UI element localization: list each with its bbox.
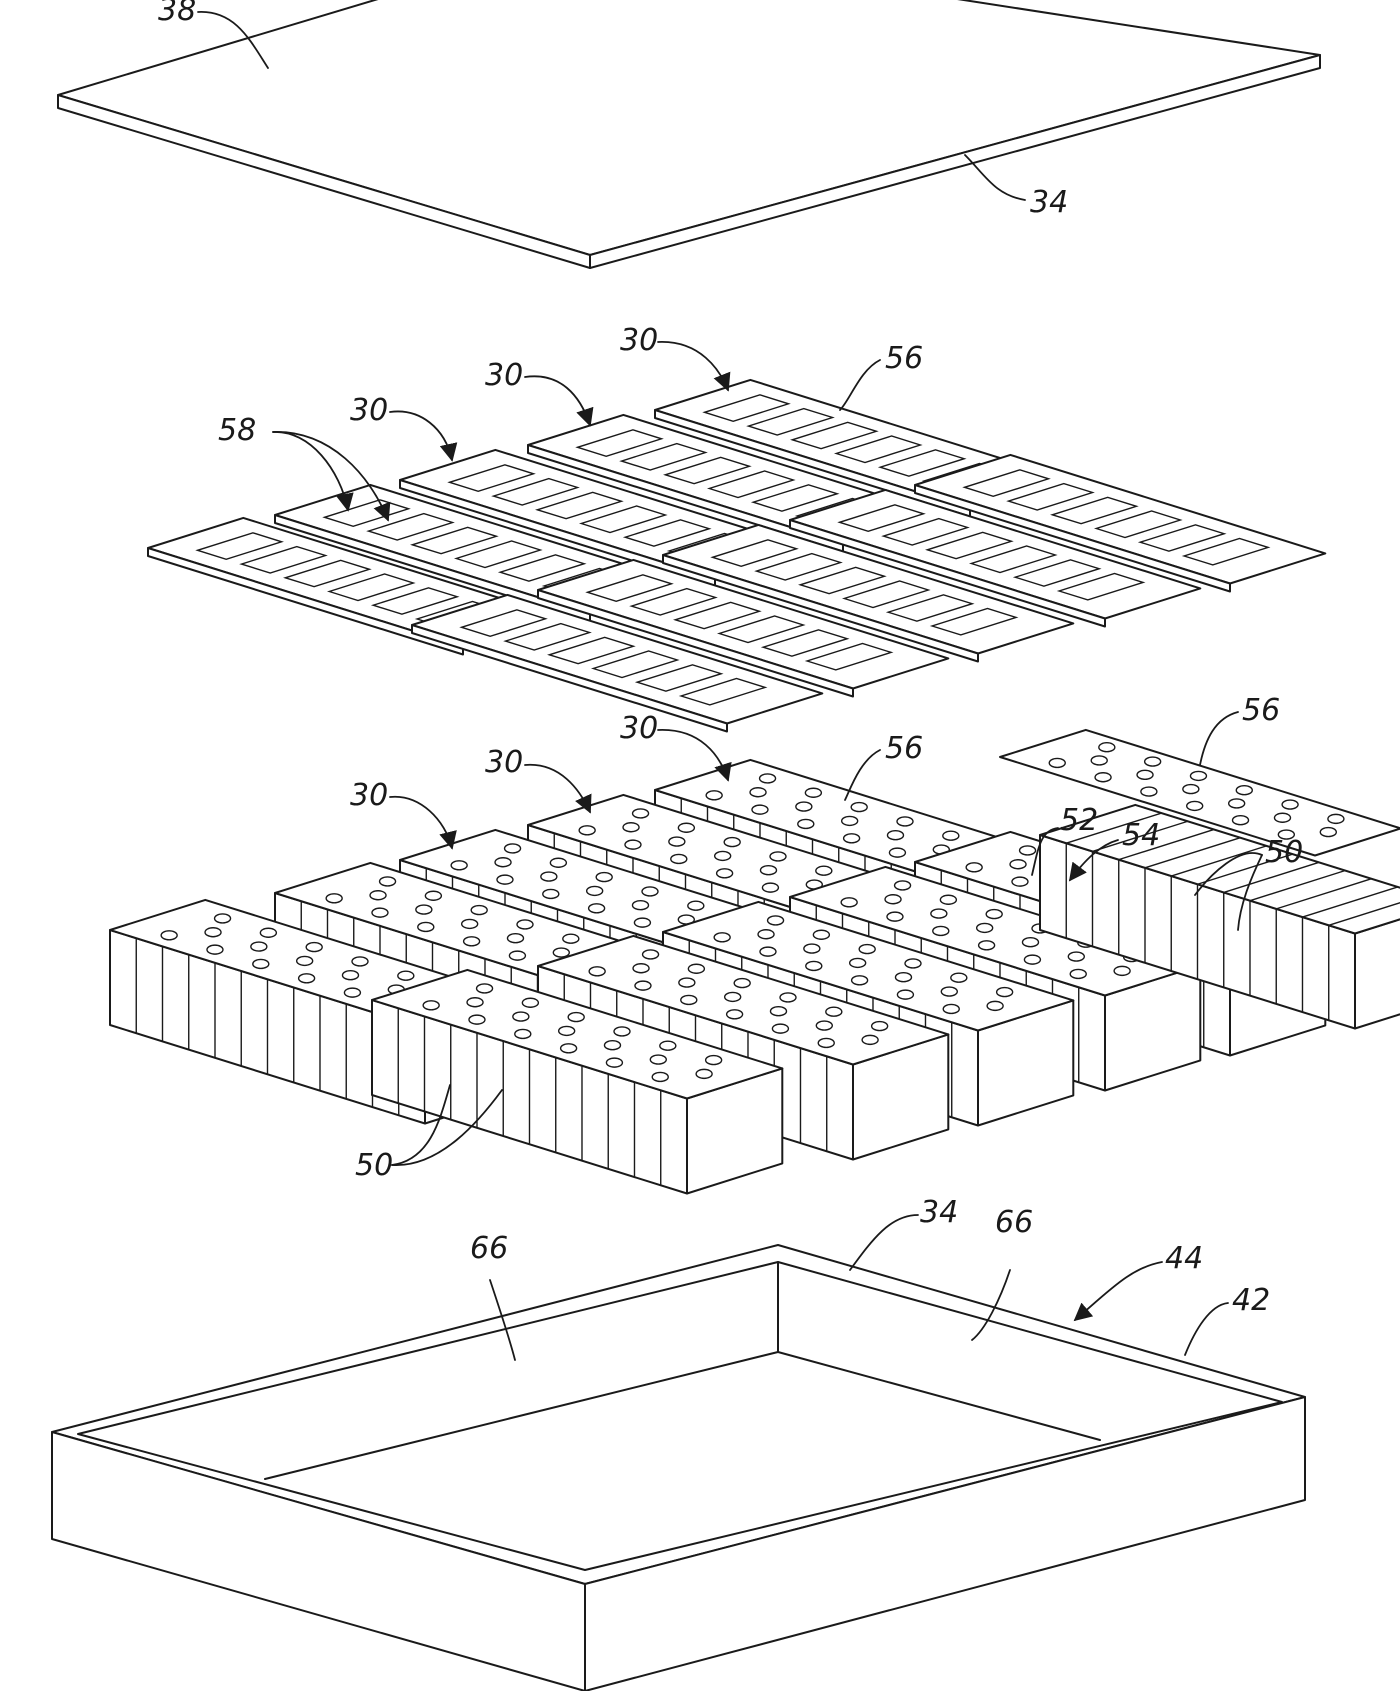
top-cover-plate (58, 0, 1320, 268)
label-cells-right: 50 (1265, 835, 1303, 870)
label-cover-top: 38 (158, 0, 196, 28)
label-tray-rim: 44 (1165, 1241, 1203, 1276)
cooling-plates-layer (148, 380, 1325, 732)
label-plate-row-front: 30 (350, 393, 388, 428)
label-detached-plate: 56 (1242, 693, 1280, 728)
label-cells-front: 50 (355, 1148, 393, 1183)
label-cell-edge: 52 (1060, 803, 1098, 838)
label-cover-edge: 34 (1030, 185, 1068, 220)
battery-modules-layer (110, 760, 1400, 1194)
label-module-row-back: 30 (620, 711, 658, 746)
battery-tray (52, 1245, 1305, 1691)
label-plate-tab: 56 (885, 341, 923, 376)
label-module-row-front: 30 (350, 778, 388, 813)
label-tray-floor-left: 66 (470, 1231, 508, 1266)
label-cell-group: 54 (1122, 818, 1160, 853)
label-module-row-mid: 30 (485, 745, 523, 780)
label-tray-wall: 34 (920, 1195, 958, 1230)
label-plate-row-back: 30 (620, 323, 658, 358)
label-tray-floor-right: 66 (995, 1205, 1033, 1240)
label-plate-row-mid: 30 (485, 358, 523, 393)
label-plate-channels: 58 (218, 413, 256, 448)
label-tray-outer: 42 (1232, 1283, 1270, 1318)
label-module-tab: 56 (885, 731, 923, 766)
